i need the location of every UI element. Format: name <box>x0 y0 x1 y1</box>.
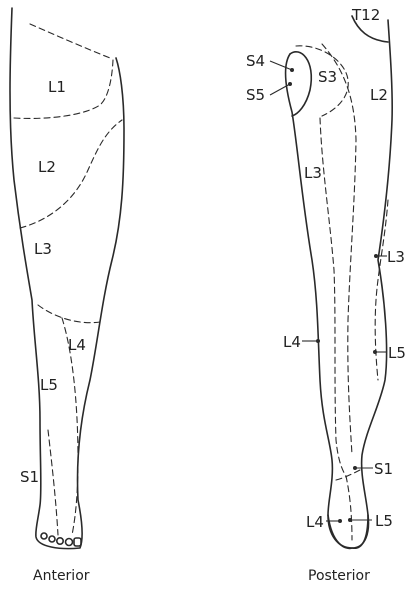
anterior-boundary-l1-top <box>30 24 110 58</box>
posterior-dot-l4 <box>316 339 320 343</box>
posterior-label-s3: S3 <box>318 68 337 86</box>
posterior-label-l3-upper: L3 <box>304 164 322 182</box>
posterior-boundary-l3-inner <box>320 118 346 476</box>
toe <box>66 539 73 546</box>
anterior-label-l5: L5 <box>40 376 58 394</box>
posterior-dot-s1 <box>353 466 357 470</box>
toe <box>41 533 47 539</box>
posterior-boundary-l2-outer <box>322 44 356 455</box>
anterior-label-l2: L2 <box>38 158 56 176</box>
posterior-label-s1: S1 <box>374 460 393 478</box>
toe <box>49 536 55 542</box>
toe <box>74 538 81 546</box>
posterior-label-l5-foot: L5 <box>375 512 393 530</box>
posterior-buttock-outline <box>290 52 311 116</box>
posterior-leg: T12 S4 S5 S3 L2 L3 L3 L4 L5 S1 L4 L5 Pos… <box>246 6 406 584</box>
anterior-boundary-l3-l4 <box>38 305 100 323</box>
anterior-leg: L1 L2 L3 L4 L5 S1 Anterior <box>10 8 124 584</box>
anterior-boundary-l5-s1 <box>48 430 58 535</box>
posterior-leader-s4 <box>270 61 292 70</box>
posterior-label-s4: S4 <box>246 52 265 70</box>
posterior-dot-l3 <box>374 254 378 258</box>
posterior-dot-l5 <box>373 350 377 354</box>
anterior-boundary-l2-l3 <box>20 120 122 228</box>
toe <box>57 538 63 544</box>
posterior-dot-l4-foot <box>338 519 342 523</box>
posterior-label-t12: T12 <box>351 6 380 24</box>
posterior-boundary-l4-l5-foot <box>346 476 352 540</box>
posterior-label-l2: L2 <box>370 86 388 104</box>
anterior-label-s1: S1 <box>20 468 39 486</box>
posterior-label-l4: L4 <box>283 333 301 351</box>
anterior-label-l4: L4 <box>68 336 86 354</box>
anterior-label-l3: L3 <box>34 240 52 258</box>
posterior-dot-l5-foot <box>348 518 352 522</box>
posterior-boundary-s1-foot <box>336 470 360 480</box>
posterior-label-l4-foot: L4 <box>306 513 324 531</box>
posterior-label-s5: S5 <box>246 86 265 104</box>
posterior-dot-s5 <box>288 82 292 86</box>
anterior-toes <box>41 533 81 546</box>
posterior-label-l5: L5 <box>388 344 406 362</box>
anterior-caption: Anterior <box>33 568 90 584</box>
posterior-caption: Posterior <box>308 568 370 584</box>
posterior-dot-s4 <box>290 68 294 72</box>
posterior-label-l3-side: L3 <box>387 248 405 266</box>
anterior-label-l1: L1 <box>48 78 66 96</box>
